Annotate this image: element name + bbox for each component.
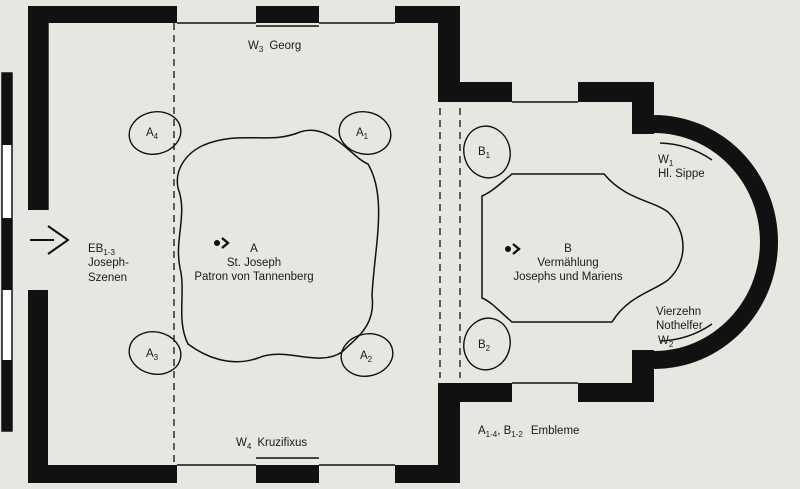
label-b2: B2 xyxy=(478,339,491,353)
eye-marker-a-icon xyxy=(214,237,230,249)
label-b-line1: Vermählung xyxy=(537,257,598,269)
eye-marker-b-icon xyxy=(505,243,521,255)
label-a-line1: St. Joseph xyxy=(227,257,281,269)
label-a-letter: A xyxy=(250,243,258,255)
label-a-line2: Patron von Tannenberg xyxy=(194,271,313,283)
oval-b1 xyxy=(463,125,511,179)
label-w1: W1 xyxy=(658,154,674,168)
label-w1-name: Hl. Sippe xyxy=(658,168,705,180)
oval-a4 xyxy=(128,111,182,155)
oval-a1 xyxy=(338,111,392,155)
label-a1: A1 xyxy=(356,127,369,141)
label-vierzehn-1: Vierzehn xyxy=(656,306,701,318)
label-vierzehn-2: Nothelfer xyxy=(656,320,703,332)
oval-b2 xyxy=(463,317,511,371)
label-a4: A4 xyxy=(146,127,159,141)
window-arc-w1 xyxy=(659,142,713,161)
oval-a3 xyxy=(128,331,182,375)
entrance-arrow-icon xyxy=(30,225,70,255)
ceiling-field-b xyxy=(481,173,684,323)
window-arc-w2 xyxy=(659,323,713,342)
thin-walls xyxy=(47,22,578,466)
label-eb-line2: Joseph- xyxy=(88,257,129,269)
oval-a2 xyxy=(340,333,394,377)
ceiling-field-a xyxy=(176,129,380,363)
label-w2: W2 xyxy=(658,335,674,349)
label-b1: B1 xyxy=(478,146,491,160)
walls xyxy=(28,6,778,483)
label-b-line2: Josephs und Mariens xyxy=(513,271,623,283)
label-eb: EB1-3 xyxy=(88,243,115,257)
label-a3: A3 xyxy=(146,348,159,362)
label-a2: A2 xyxy=(360,350,373,364)
label-b-letter: B xyxy=(564,243,572,255)
label-eb-line3: Szenen xyxy=(88,272,127,284)
scale-bar xyxy=(1,72,13,432)
